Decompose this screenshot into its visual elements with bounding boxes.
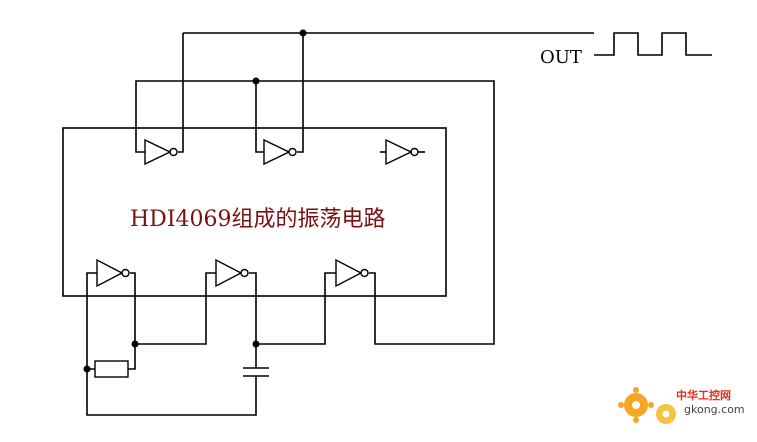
wires <box>86 32 712 416</box>
watermark-url: gkong.com <box>684 403 745 416</box>
junction-dots <box>83 29 307 373</box>
watermark-name: 中华工控网 <box>676 388 731 402</box>
resistor <box>94 360 129 378</box>
inverter-bottom-3 <box>335 258 369 288</box>
inverter-top-2 <box>263 138 297 166</box>
capacitor <box>243 367 269 377</box>
chip-outline <box>62 127 447 297</box>
inverter-top-1 <box>144 138 178 166</box>
output-square-wave <box>594 32 712 56</box>
diagram-title: HDI4069组成的振荡电路 <box>130 207 386 232</box>
inverter-bottom-2 <box>215 258 249 288</box>
gear-icon <box>618 387 676 424</box>
inverter-bottom-1 <box>96 258 130 288</box>
inverter-top-3 <box>380 138 425 166</box>
out-label: OUT <box>540 47 582 68</box>
watermark: 中华工控网 gkong.com <box>618 387 745 424</box>
